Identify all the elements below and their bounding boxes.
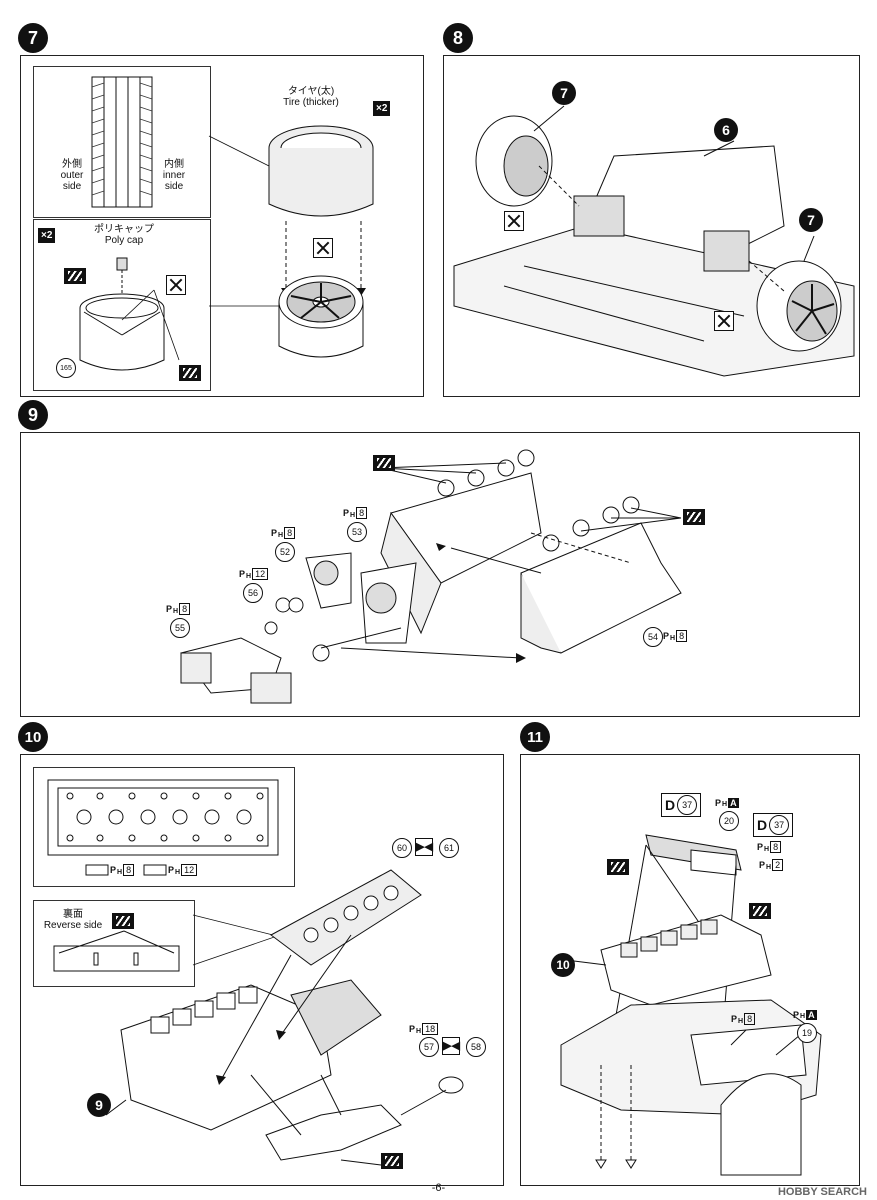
chassis-drawing	[453, 105, 855, 377]
step-11-number: 11	[520, 722, 550, 752]
part-57: 57	[419, 1037, 439, 1057]
part-58: 58	[466, 1037, 486, 1057]
ref-step-9: 9	[87, 1093, 111, 1117]
glue-icon-cap-left	[64, 268, 86, 284]
tire-wheel-drawing	[208, 125, 374, 358]
part-61: 61	[439, 838, 459, 858]
no-cut-icon-tire	[313, 238, 333, 258]
part-52: 52	[275, 542, 295, 562]
qty-badge-tire: ×2	[373, 101, 391, 116]
glue-icon-exhaust	[381, 1153, 403, 1169]
ref-step-6: 6	[714, 118, 738, 142]
ref-step-7-b: 7	[799, 208, 823, 232]
tread-pattern	[91, 76, 153, 208]
part-55: 55	[170, 618, 190, 638]
mirror-icon-60: ▶◀	[415, 838, 433, 856]
ref-step-7-a: 7	[552, 81, 576, 105]
part-165: 165	[56, 358, 76, 378]
part-56: 56	[243, 583, 263, 603]
glue-icon-right	[683, 509, 705, 525]
part-19: 19	[797, 1023, 817, 1043]
no-cut-icon-cap	[166, 275, 186, 295]
glue-icon-rod-left	[607, 859, 629, 875]
no-cut-icon-right	[714, 311, 734, 331]
qty-badge-cap: ×2	[38, 228, 56, 243]
step-7-number: 7	[18, 23, 48, 53]
engine-block-drawing	[180, 449, 682, 704]
part-53: 53	[347, 522, 367, 542]
glue-icon-top	[373, 455, 395, 471]
no-cut-icon-left	[504, 211, 524, 231]
ref-step-10: 10	[551, 953, 575, 977]
part-20: 20	[719, 811, 739, 831]
part-54: 54	[643, 627, 663, 647]
step-8-panel: 7 6 7	[443, 55, 860, 397]
head-cover-top-view	[47, 779, 279, 876]
engine-bay-drawing	[560, 834, 822, 1176]
wheel-cap-drawing	[79, 257, 180, 371]
mirror-icon-57: ▶◀	[442, 1037, 460, 1055]
tire-label: タイヤ(太)Tire (thicker)	[283, 86, 339, 108]
step-10-number: 10	[18, 722, 48, 752]
page-number: -6-	[431, 1182, 446, 1194]
part-60: 60	[392, 838, 412, 858]
glue-icon-rod-right	[749, 903, 771, 919]
step-9-number: 9	[18, 400, 48, 430]
step-8-number: 8	[443, 23, 473, 53]
glue-icon-reverse	[112, 913, 134, 929]
glue-icon-cap-right	[179, 365, 201, 381]
reverse-side-drawing	[53, 930, 180, 972]
engine-assembly-drawing	[105, 869, 464, 1166]
watermark: HOBBY SEARCH	[777, 1186, 867, 1198]
